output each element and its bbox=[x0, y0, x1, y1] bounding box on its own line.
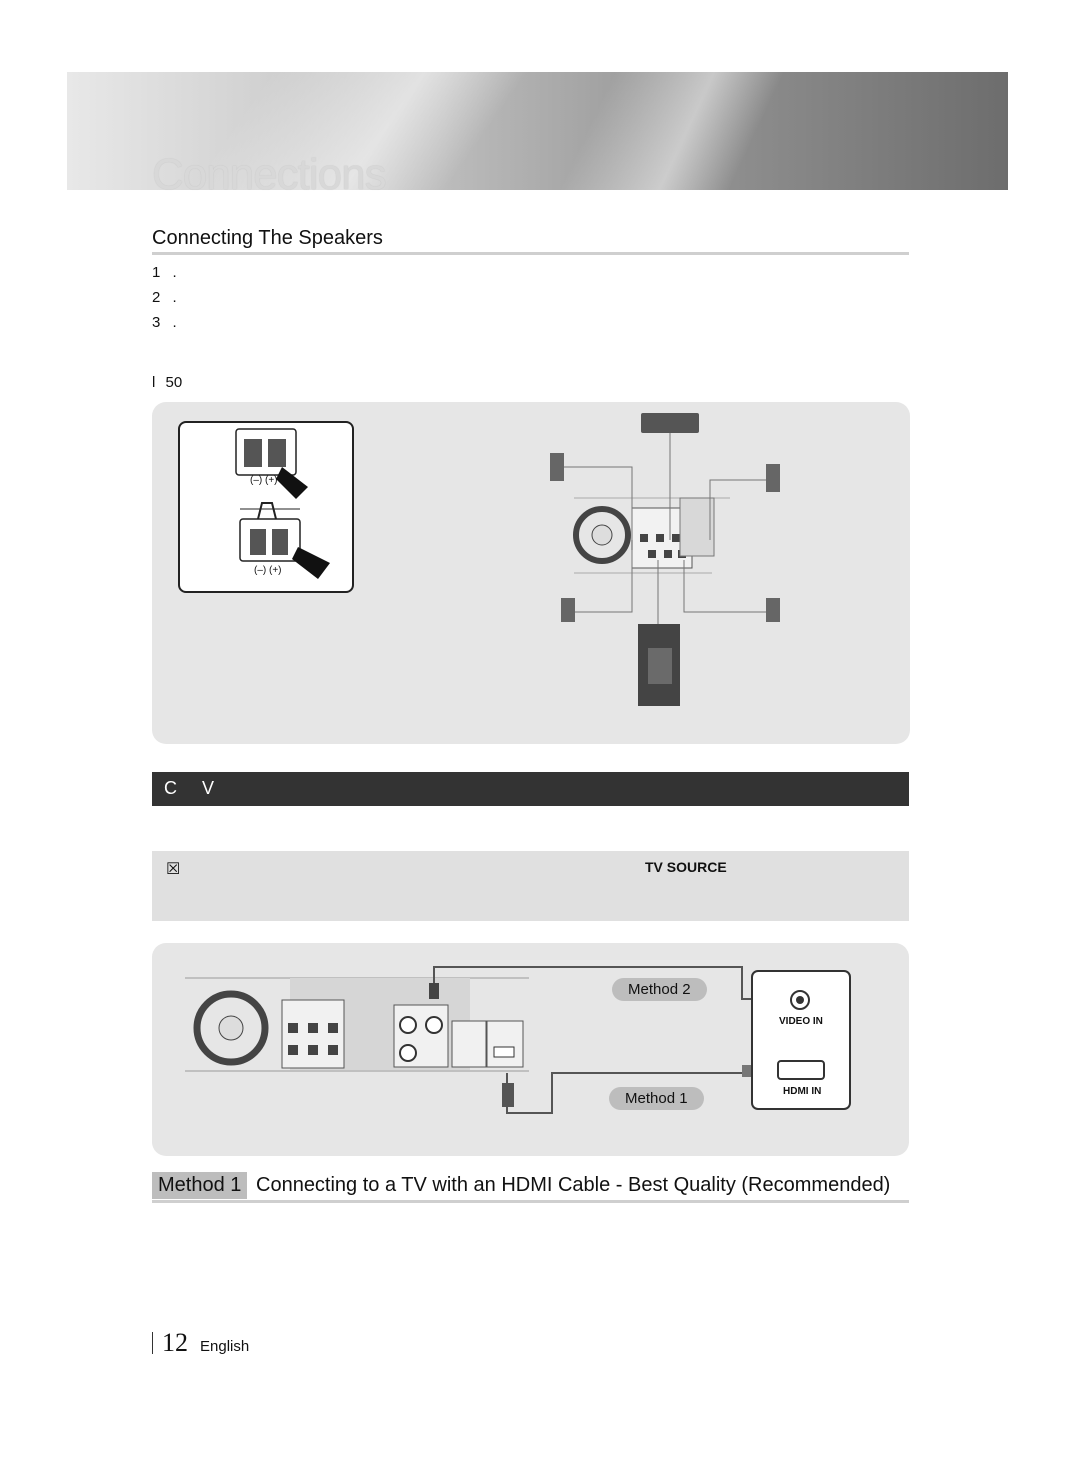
tv-section-title: C V bbox=[164, 778, 225, 798]
terminal-inset: (–) (+) (–) (+) bbox=[178, 421, 354, 593]
polarity-bottom: (–) (+) bbox=[254, 565, 282, 576]
note-marker: l bbox=[152, 374, 156, 391]
footer-separator bbox=[152, 1332, 153, 1354]
note-line: l 50 bbox=[152, 374, 182, 391]
section-divider bbox=[152, 252, 909, 255]
method-1-heading: Method 1 Connecting to a TV with an HDMI… bbox=[152, 1172, 909, 1202]
terminal-illustration bbox=[235, 428, 330, 579]
video-in-label: VIDEO IN bbox=[779, 1016, 823, 1027]
method-1-heading-text: Connecting to a TV with an HDMI Cable - … bbox=[256, 1174, 891, 1196]
front-left-speaker bbox=[550, 453, 564, 481]
note-box: ☒ TV SOURCE bbox=[152, 851, 909, 921]
tv-section-bar: C V bbox=[152, 772, 909, 806]
header-banner bbox=[67, 72, 1008, 190]
surround-left-speaker bbox=[561, 598, 575, 622]
front-right-speaker bbox=[766, 464, 780, 492]
page-number: 12 bbox=[162, 1328, 188, 1357]
hdmi-in-label: HDMI IN bbox=[783, 1086, 822, 1097]
method-1-label: Method 1 bbox=[609, 1087, 704, 1110]
section-title: Connecting The Speakers bbox=[152, 227, 383, 249]
tv-connection-illustration bbox=[185, 966, 851, 1114]
step-1: 1 . bbox=[152, 264, 181, 281]
tv-diagram-panel: Method 2 Method 1 VIDEO IN HDMI IN bbox=[152, 943, 909, 1156]
step-3: 3 . bbox=[152, 314, 181, 331]
step-2: 2 . bbox=[152, 289, 181, 306]
method-heading-divider bbox=[152, 1200, 909, 1203]
center-speaker bbox=[641, 413, 699, 433]
method-1-tag: Method 1 bbox=[152, 1172, 248, 1199]
note-text: 50 bbox=[165, 374, 183, 391]
polarity-top: (–) (+) bbox=[250, 475, 278, 486]
speaker-layout-illustration bbox=[550, 413, 780, 706]
chapter-title: Connections bbox=[152, 150, 387, 199]
page-language: English bbox=[200, 1338, 250, 1355]
note-icon: ☒ bbox=[166, 861, 181, 878]
surround-right-speaker bbox=[766, 598, 780, 622]
method-2-label: Method 2 bbox=[612, 978, 707, 1001]
tv-source-label: TV SOURCE bbox=[645, 859, 727, 875]
